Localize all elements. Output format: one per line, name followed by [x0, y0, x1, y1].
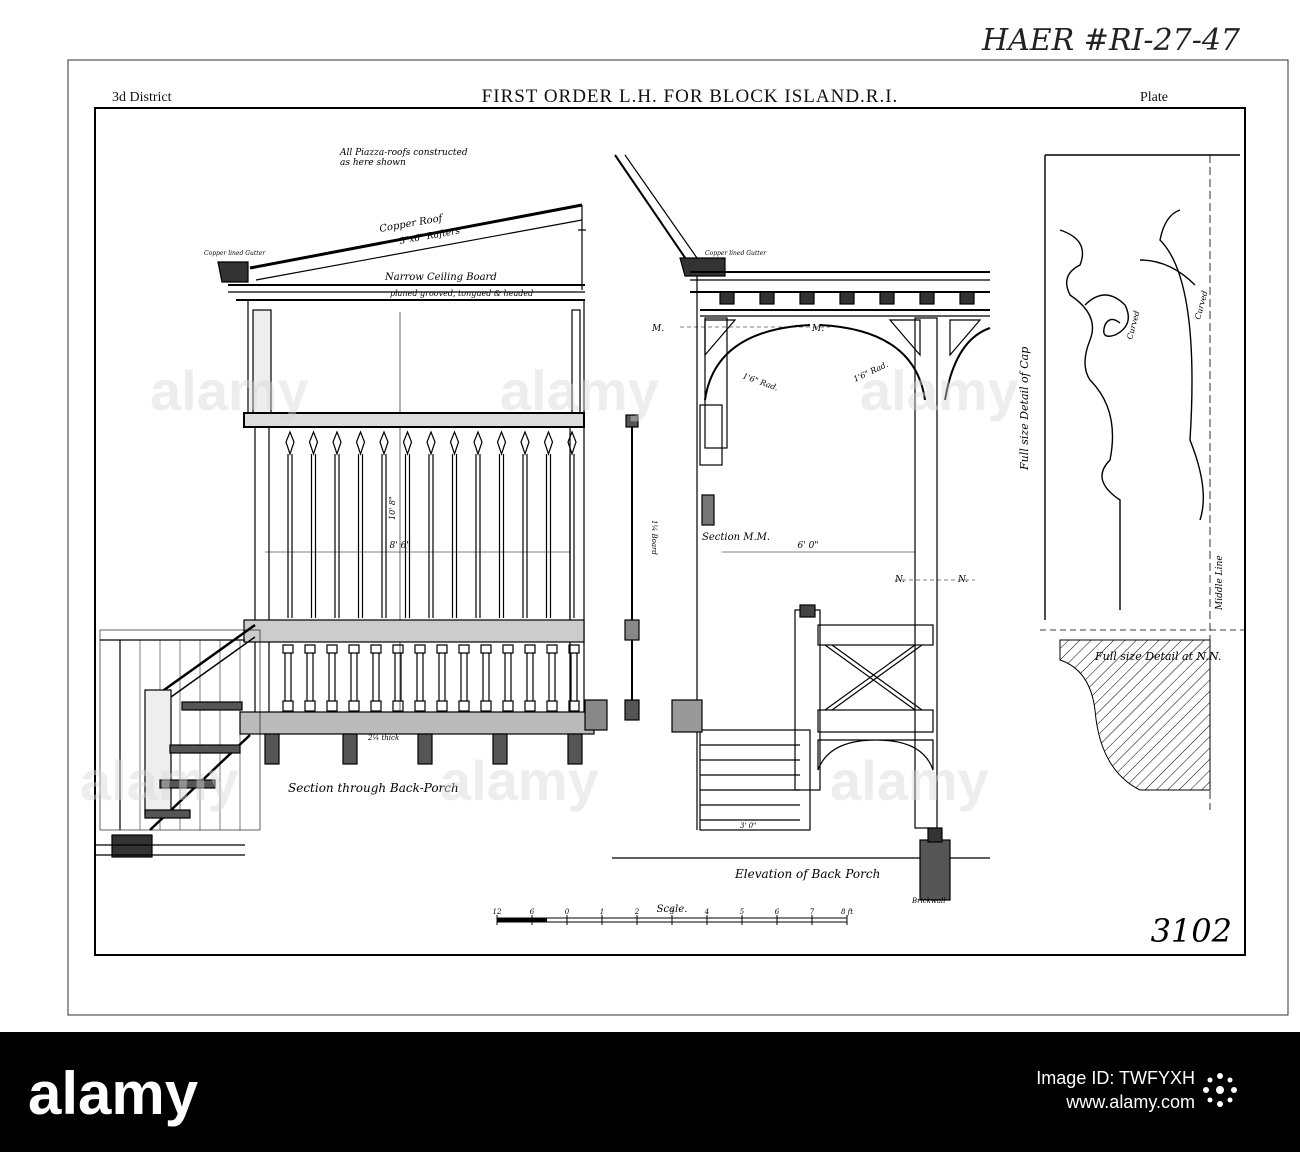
label-n2: N. — [957, 575, 968, 585]
note-full-size-nn: Full size Detail at N.N. — [1094, 650, 1221, 663]
scale-tick-label: 6 — [530, 908, 535, 916]
label-n1: N. — [894, 575, 905, 585]
lower-baluster — [304, 644, 316, 712]
lower-baluster — [568, 644, 580, 712]
lower-baluster — [546, 644, 558, 712]
upper-baluster — [449, 430, 460, 618]
upper-baluster — [379, 430, 389, 618]
district-label: 3d District — [112, 90, 172, 105]
note-board: 1¼ Board — [650, 520, 658, 555]
upper-balusters — [285, 430, 577, 618]
upper-baluster — [402, 430, 413, 618]
caption-section-mm: Section M.M. — [702, 532, 770, 543]
lower-baluster — [458, 644, 470, 712]
watermark-2: alamy — [500, 359, 659, 422]
footer-url: www.alamy.com — [1065, 1092, 1195, 1112]
elevation-back-porch — [612, 154, 991, 901]
footer-image-id: Image ID: TWFYXH — [1036, 1068, 1195, 1088]
scale-tick-label: 2 — [634, 908, 640, 916]
scale-tick-label: 6 — [775, 908, 780, 916]
sheet-number: 3102 — [1151, 912, 1232, 950]
stock-footer: alamy Image ID: TWFYXH www.alamy.com — [0, 1032, 1300, 1152]
watermark-5: alamy — [440, 749, 599, 812]
upper-baluster — [308, 430, 319, 618]
outer-border — [67, 59, 1289, 1016]
lower-baluster — [480, 644, 492, 712]
label-m1: M. — [651, 324, 664, 334]
full-size-details — [1040, 154, 1245, 810]
board-detail — [624, 414, 640, 721]
scale-tick-label: 0 — [565, 908, 570, 916]
upper-baluster — [520, 430, 530, 618]
drawing-frame — [94, 107, 1246, 956]
lower-baluster — [326, 644, 338, 712]
scale-tick-label: 1 — [600, 908, 604, 916]
plate-label: Plate — [1140, 90, 1168, 105]
watermark-6: alamy — [830, 749, 989, 812]
upper-baluster — [355, 430, 366, 618]
lower-baluster — [524, 644, 536, 712]
label-m2: M. — [811, 324, 824, 334]
upper-baluster — [543, 430, 554, 618]
note-gutter-right: Copper lined Gutter — [705, 250, 767, 257]
dim-8-6: 8' 6" — [390, 541, 411, 551]
caption-section-back-porch: Section through Back-Porch — [288, 781, 459, 795]
handwritten-id: HAER #RI-27-47 — [981, 23, 1241, 58]
upper-baluster — [426, 430, 436, 618]
lower-baluster — [348, 644, 360, 712]
alamy-mark-icon — [1203, 1073, 1237, 1107]
scale-tick-label: 7 — [810, 908, 815, 916]
note-middle-line: Middle Line — [1215, 555, 1225, 611]
upper-baluster — [496, 430, 507, 618]
scale-tick-label: 8 ft — [841, 908, 853, 916]
scale-title: Scale. — [657, 904, 688, 915]
section-back-porch — [217, 203, 608, 765]
upper-baluster — [567, 430, 577, 618]
note-planed: planed grooved, tongued & headed — [390, 289, 533, 298]
lower-baluster — [370, 644, 382, 712]
lower-baluster — [282, 644, 294, 712]
note-piazza-roofs: All Piazza-roofs constructed — [339, 148, 468, 158]
note-full-size-cap: Full size Detail of Cap — [1018, 347, 1031, 471]
lower-baluster — [436, 644, 448, 712]
watermark-1: alamy — [150, 359, 309, 422]
lower-baluster — [414, 644, 426, 712]
drawing-title: FIRST ORDER L.H. FOR BLOCK ISLAND.R.I. — [482, 86, 899, 107]
footer-logo: alamy — [28, 1060, 199, 1127]
note-thick: 2¼ thick — [367, 734, 399, 742]
upper-baluster — [285, 430, 295, 618]
note-piazza-roofs-2: as here shown — [340, 158, 406, 168]
note-brickwall: Brickwall — [911, 897, 946, 905]
dim-10-8: 10' 8" — [388, 496, 397, 520]
lower-baluster — [502, 644, 514, 712]
caption-elevation-back-porch: Elevation of Back Porch — [734, 867, 880, 881]
footer-graphic: alamy Image ID: TWFYXH www.alamy.com — [0, 1032, 1300, 1152]
watermark-3: alamy — [860, 359, 1019, 422]
dim-6-0: 6' 0" — [798, 541, 819, 551]
upper-baluster — [332, 430, 342, 618]
lower-baluster — [392, 644, 404, 712]
upper-baluster — [473, 430, 483, 618]
note-gutter-left: Copper lined Gutter — [204, 250, 266, 257]
dim-3-0: 3' 0" — [740, 822, 756, 830]
scale-tick-label: 4 — [704, 908, 709, 916]
watermark-4: alamy — [80, 749, 239, 812]
paper-background — [0, 0, 1300, 1032]
scale-tick-label: 5 — [740, 908, 745, 916]
scale-tick-label: 12 — [493, 908, 502, 916]
note-narrow-ceiling: Narrow Ceiling Board — [384, 272, 497, 283]
scale-tick-label: 3 — [670, 908, 675, 916]
watermark-layer: alamy alamy alamy alamy alamy alamy — [80, 359, 1019, 812]
porch-stairs — [95, 623, 261, 858]
lower-balusters — [282, 644, 580, 712]
